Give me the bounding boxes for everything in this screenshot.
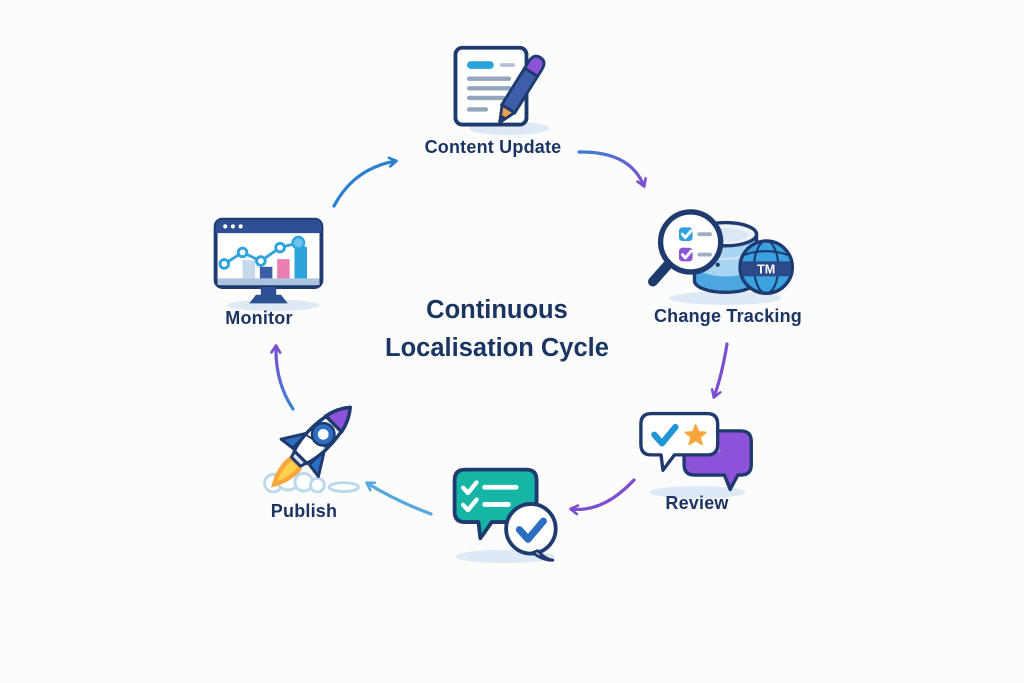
stage-label-content-update: Content Update [424, 137, 562, 157]
arrow-change-tracking-to-review [710, 342, 729, 399]
stage-publish: Publish [224, 392, 384, 520]
document-pencil-icon [453, 45, 550, 136]
rocket-launch-icon [263, 405, 360, 494]
stage-review: Review [617, 404, 777, 512]
stage-label-change-tracking: Change Tracking [653, 306, 803, 326]
monitor-analytics-icon [213, 217, 324, 312]
stage-label-publish: Publish [270, 501, 338, 521]
stage-label-monitor: Monitor [225, 308, 293, 328]
stage-label-review: Review [665, 493, 729, 513]
chat-bubbles-check-star-icon [639, 411, 753, 499]
translation-memory-badge: TM [757, 262, 775, 276]
arrow-content-update-to-change-tracking [577, 150, 647, 188]
diagram-title: Continuous Localisation Cycle [337, 291, 657, 367]
stage-feedback-chat [446, 462, 570, 565]
diagram-title-line2: Localisation Cycle [385, 334, 609, 362]
diagram-title-line1: Continuous [426, 296, 568, 324]
arrow-monitor-to-content-update [332, 156, 398, 208]
chat-bubble-checklist-icon [452, 467, 558, 564]
magnifier-database-globe-icon: TM [648, 209, 795, 305]
stage-change-tracking: TM Change Tracking [648, 205, 808, 325]
stage-monitor: Monitor [179, 212, 339, 327]
stage-content-update: Content Update [401, 42, 585, 156]
